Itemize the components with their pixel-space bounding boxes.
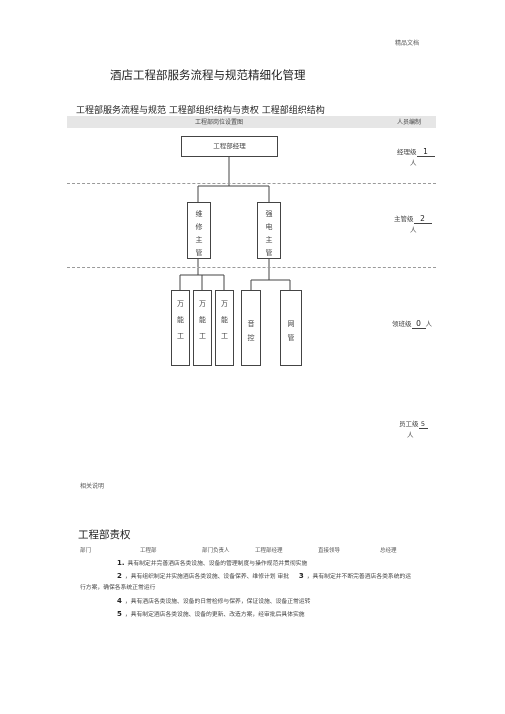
duty-item-continuation: 行方案，确保各系统正常运行 — [80, 582, 155, 591]
duty-item: 2，具有组织制定并实施酒店各类设施、设备保养、维修计划 审批 3，具有制定并不断… — [117, 571, 411, 580]
staffing-unit: 人 — [407, 431, 414, 439]
staffing-unit: 人 — [410, 159, 417, 167]
worker-char: 工 — [177, 332, 184, 340]
duty-text: ，具有酒店各类设施、设备的日常检修与保养，保证设施、设备正常运转 — [124, 599, 311, 605]
worker-box-audio: 音 控 — [241, 290, 261, 366]
staffing-count: 2 — [413, 214, 432, 224]
worker-char: 万 — [199, 300, 206, 308]
duty-text: ，具有制定酒店各类设施、设备的更新、改造方案，经审批后具体实施 — [124, 612, 305, 618]
table-header-bar — [67, 116, 436, 128]
col-department-value: 工程部 — [140, 548, 157, 554]
col-leader-label: 直接领导 — [318, 548, 341, 554]
supervisor-char: 强 — [265, 210, 273, 218]
supervisor-char: 修 — [195, 223, 203, 231]
duty-text: ，具有制定并不断完善酒店各类系统的运 — [306, 574, 412, 580]
divider-1 — [67, 183, 436, 184]
supervisor-char: 维 — [195, 210, 203, 218]
staffing-role: 员工级 — [399, 420, 419, 428]
section-subtitle: 工程部服务流程与规范 工程部组织结构与责权 工程部组织结构 — [76, 106, 325, 116]
worker-char: 工 — [199, 332, 206, 340]
col-department-label: 部门 — [80, 548, 92, 554]
duty-number: 3 — [298, 572, 304, 580]
supervisor-box-electrical: 强 电 主 管 — [257, 202, 281, 259]
page-title: 酒店工程部服务流程与规范精细化管理 — [110, 68, 306, 82]
worker-char: 管 — [287, 334, 295, 342]
staffing-role: 主管级 — [394, 215, 414, 223]
chart-caption: 工程部岗位设置图 — [195, 119, 244, 126]
manager-label: 工程部经理 — [213, 142, 246, 150]
duty-item: 1.具有制定并完善酒店各类设施、设备的管理制度与操作规范并贯彻实施 — [117, 558, 307, 567]
staffing-unit: 人 — [425, 320, 433, 328]
worker-box-handyman-3: 万 能 工 — [215, 290, 234, 366]
duty-item: 5，具有制定酒店各类设施、设备的更新、改造方案，经审批后具体实施 — [117, 609, 305, 618]
worker-char: 能 — [199, 316, 206, 324]
duty-number: 2 — [117, 572, 122, 580]
supervisor-char: 管 — [195, 249, 203, 257]
worker-char: 网 — [287, 320, 295, 328]
worker-box-handyman-1: 万 能 工 — [171, 290, 190, 366]
responsibility-title: 工程部责权 — [78, 529, 131, 541]
supervisor-char: 主 — [195, 236, 203, 244]
duty-item: 4，具有酒店各类设施、设备的日常检修与保养，保证设施、设备正常运转 — [117, 596, 310, 605]
duty-text: ，具有组织制定并实施酒店各类设施、设备保养、维修计划 审批 — [124, 574, 290, 580]
staffing-role: 领班级 — [392, 320, 412, 328]
worker-box-handyman-2: 万 能 工 — [193, 290, 212, 366]
worker-char: 能 — [221, 316, 228, 324]
worker-box-network: 网 管 — [280, 290, 302, 366]
worker-char: 万 — [221, 300, 228, 308]
duty-text: 具有制定并完善酒店各类设施、设备的管理制度与操作规范并贯彻实施 — [127, 561, 308, 567]
notes-label: 相关说明 — [80, 483, 105, 490]
supervisor-char: 主 — [265, 236, 273, 244]
duty-number: 4 — [117, 597, 122, 605]
col-leader-value: 总经理 — [380, 548, 397, 554]
duty-number: 5 — [117, 610, 122, 618]
staffing-caption: 人员编制 — [397, 119, 422, 126]
worker-char: 能 — [177, 316, 184, 324]
worker-char: 控 — [247, 334, 255, 342]
header-label: 精品文档 — [394, 40, 419, 47]
staffing-unit: 人 — [410, 226, 417, 234]
manager-box: 工程部经理 — [181, 136, 278, 157]
worker-char: 万 — [177, 300, 184, 308]
staffing-count: 0 — [411, 319, 426, 329]
duty-text: 行方案，确保各系统正常运行 — [80, 585, 156, 591]
worker-char: 音 — [247, 320, 255, 328]
divider-2 — [67, 267, 436, 268]
worker-char: 工 — [221, 332, 228, 340]
supervisor-char: 管 — [265, 249, 273, 257]
staffing-role: 经理级 — [397, 148, 417, 156]
staffing-count: 1 — [416, 147, 435, 157]
col-head-label: 部门负责人 — [202, 548, 230, 554]
supervisor-box-maintenance: 维 修 主 管 — [187, 202, 211, 259]
supervisor-char: 电 — [265, 223, 273, 231]
staffing-count: 5 — [418, 420, 428, 429]
col-head-value: 工程部经理 — [255, 548, 283, 554]
duty-number: 1. — [117, 559, 125, 567]
